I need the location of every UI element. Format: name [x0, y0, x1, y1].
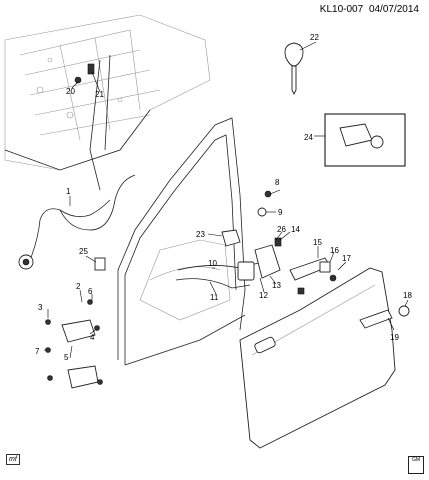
body-floor-structure — [4, 14, 211, 191]
callout-11: 11 — [210, 293, 219, 302]
callout-12: 12 — [259, 291, 268, 300]
callout-9: 9 — [278, 208, 283, 217]
diagram-header: KL10-007 04/07/2014 — [317, 4, 419, 15]
callout-8: 8 — [275, 178, 280, 187]
wiring-harness — [18, 174, 136, 271]
callout-labels: 1 2 3 4 5 6 7 8 9 10 11 12 13 14 15 16 1… — [35, 33, 412, 362]
callout-23: 23 — [196, 230, 205, 239]
key — [284, 42, 304, 96]
callout-2: 2 — [76, 282, 81, 291]
callout-4: 4 — [90, 333, 95, 342]
callout-5: 5 — [64, 353, 69, 362]
door-check-link — [359, 305, 410, 329]
callout-3: 3 — [38, 303, 43, 312]
callout-25: 25 — [79, 247, 88, 256]
callout-19: 19 — [390, 333, 399, 342]
callout-24: 24 — [304, 133, 313, 142]
callout-17: 17 — [342, 254, 351, 263]
outer-door-panel — [239, 267, 396, 449]
callout-16: 16 — [330, 246, 339, 255]
diagram-date: 04/07/2014 — [368, 4, 419, 15]
callout-6: 6 — [88, 287, 93, 296]
gm-logo: GM — [408, 456, 424, 474]
callout-14: 14 — [291, 225, 300, 234]
door-latch-assembly — [221, 229, 282, 281]
callout-20: 20 — [66, 87, 75, 96]
callout-1: 1 — [66, 187, 71, 196]
diagram-code: KL10-007 — [319, 4, 364, 15]
callout-21: 21 — [95, 90, 104, 99]
callout-13: 13 — [272, 281, 281, 290]
callout-15: 15 — [313, 238, 322, 247]
footer-mark: mf — [6, 454, 20, 465]
leader-lines — [44, 41, 409, 359]
upper-hinge — [45, 299, 100, 353]
body-bolts — [74, 63, 95, 84]
lower-hinge — [47, 365, 103, 389]
lock-cylinder-box — [324, 113, 406, 167]
outside-handle — [289, 257, 337, 295]
callout-10: 10 — [208, 259, 217, 268]
callout-22: 22 — [310, 33, 319, 42]
callout-7: 7 — [35, 347, 40, 356]
striker-bolts — [257, 190, 272, 217]
callout-18: 18 — [403, 291, 412, 300]
callout-26: 26 — [277, 225, 286, 234]
